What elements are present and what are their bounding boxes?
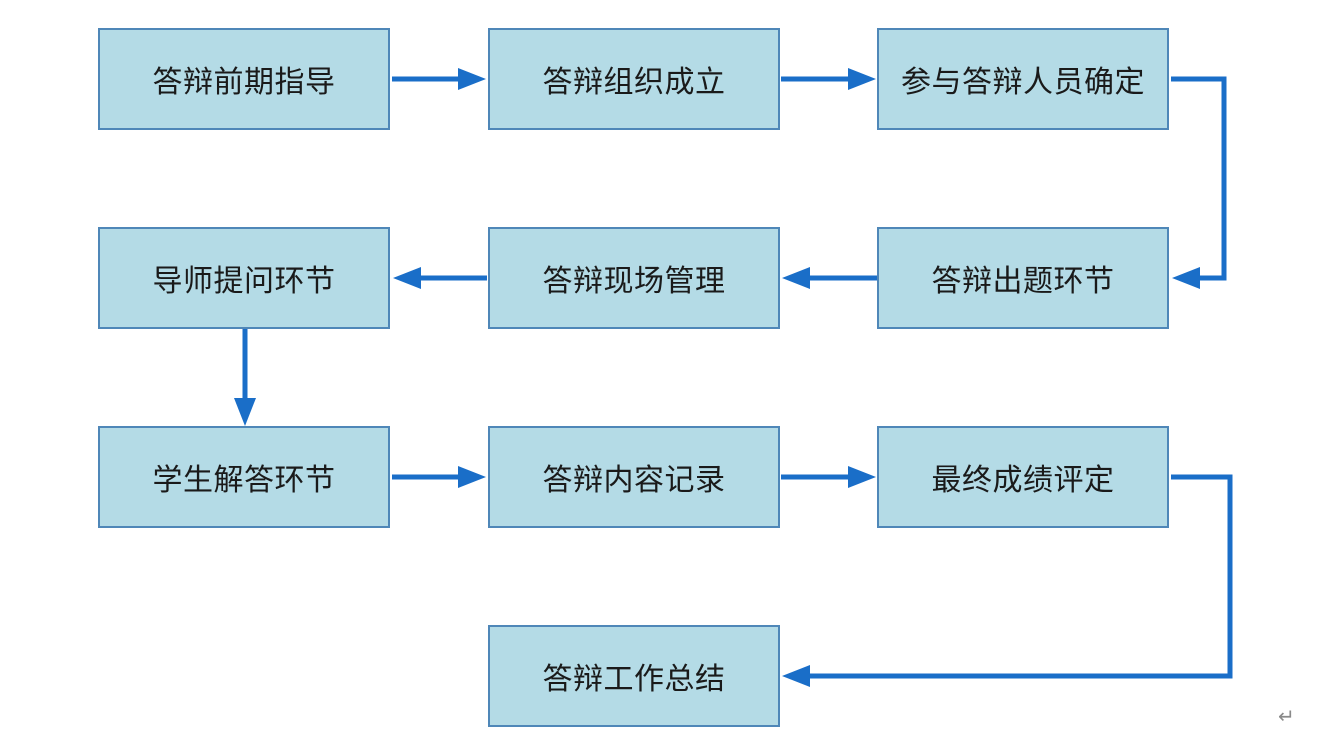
arrow-n7-n8 [392, 466, 486, 488]
node-n10: 答辩工作总结 [488, 625, 780, 727]
node-n6: 导师提问环节 [98, 227, 390, 329]
node-n1: 答辩前期指导 [98, 28, 390, 130]
arrow-n4-n5 [782, 267, 877, 289]
node-n4: 答辩出题环节 [877, 227, 1169, 329]
node-n8: 答辩内容记录 [488, 426, 780, 528]
node-n9: 最终成绩评定 [877, 426, 1169, 528]
arrow-n1-n2 [392, 68, 486, 90]
node-n3: 参与答辩人员确定 [877, 28, 1169, 130]
node-n5: 答辩现场管理 [488, 227, 780, 329]
arrow-n5-n6 [393, 267, 487, 289]
return-symbol-icon: ↵ [1278, 704, 1295, 728]
node-n7: 学生解答环节 [98, 426, 390, 528]
node-n2: 答辩组织成立 [488, 28, 780, 130]
arrow-n8-n9 [781, 466, 876, 488]
arrow-n6-n7 [234, 329, 256, 426]
arrow-n3-n4 [1171, 76, 1227, 289]
arrow-n2-n3 [781, 68, 876, 90]
